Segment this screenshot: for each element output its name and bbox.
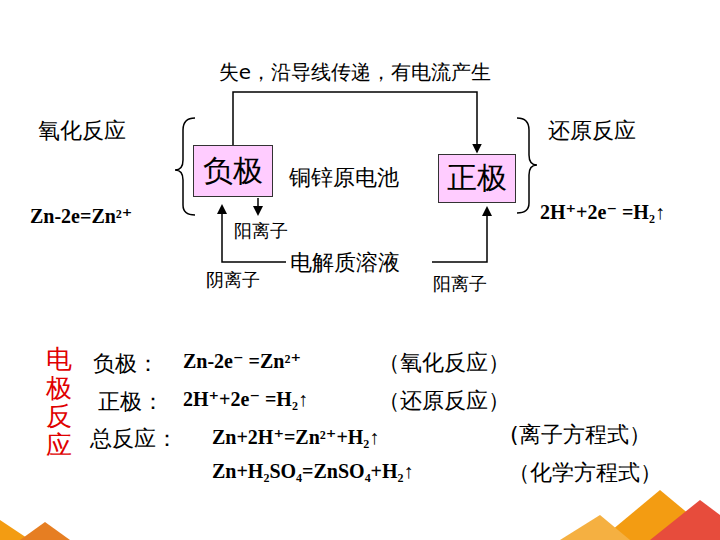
text-label: （化学方程式） bbox=[508, 458, 662, 488]
text-label: 阴离子 bbox=[206, 268, 260, 292]
text-label: （氧化反应） bbox=[378, 348, 510, 378]
text-label: 2H⁺+2e⁻ =H₂↑ bbox=[183, 387, 308, 411]
text-label: Zn+2H⁺=Zn²⁺+H₂↑ bbox=[212, 425, 379, 449]
text-label: 铜锌原电池 bbox=[289, 163, 399, 193]
text-label: 还原反应 bbox=[548, 116, 636, 146]
electrode-name: 负极 bbox=[203, 151, 263, 192]
text-label: (离子方程式） bbox=[510, 420, 651, 450]
text-label: 氧化反应 bbox=[38, 116, 126, 146]
vertical-heading: 电极反应 bbox=[46, 345, 72, 459]
positive-electrode-box: 正极 bbox=[438, 154, 516, 203]
text-label: 阳离子 bbox=[234, 219, 288, 243]
electrode-name: 正极 bbox=[447, 158, 507, 199]
text-label: 阳离子 bbox=[433, 272, 487, 296]
text-label: 总反应： bbox=[90, 424, 178, 454]
text-label: 2H⁺+2e⁻ =H₂↑ bbox=[540, 200, 665, 224]
text-label: 电解质溶液 bbox=[290, 248, 400, 278]
text-label: Zn-2e=Zn²⁺ bbox=[30, 204, 132, 228]
text-label: 负极： bbox=[93, 349, 159, 379]
corner-decoration bbox=[0, 490, 720, 540]
text-label: Zn-2e⁻ =Zn²⁺ bbox=[183, 349, 301, 373]
wire-connector bbox=[233, 92, 477, 152]
braces bbox=[175, 118, 537, 215]
text-label: 正极： bbox=[98, 387, 164, 417]
negative-electrode-box: 负极 bbox=[193, 145, 273, 197]
text-label: （还原反应） bbox=[378, 386, 510, 416]
connector-label: 失e，沿导线传递，有电流产生 bbox=[219, 59, 491, 86]
text-label: Zn+H₂SO₄=ZnSO₄+H₂↑ bbox=[212, 460, 414, 483]
